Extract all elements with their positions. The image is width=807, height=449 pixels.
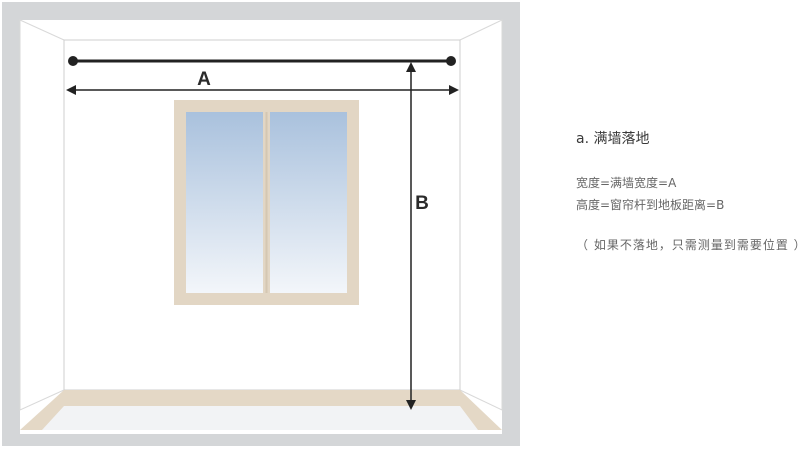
curtain-rod-end-left bbox=[68, 56, 78, 66]
dimension-a-arrow-right bbox=[449, 85, 459, 95]
right-wall bbox=[459, 19, 503, 411]
height-formula: 高度=窗帘杆到地板距离=B bbox=[576, 198, 725, 212]
info-title: a. 满墙落地 bbox=[576, 131, 650, 147]
curtain-rod-end-right bbox=[446, 56, 456, 66]
dimension-a-label: A bbox=[197, 69, 211, 90]
dimension-b-arrow-bottom bbox=[406, 400, 416, 410]
info-note: （ 如果不落地，只需测量到需要位置 ） bbox=[576, 238, 807, 252]
left-wall bbox=[19, 19, 65, 411]
floor-surface bbox=[42, 406, 478, 430]
dimension-b-label: B bbox=[415, 193, 429, 214]
window-pane-left bbox=[186, 112, 263, 293]
measurement-info: a. 满墙落地 宽度=满墙宽度=A 高度=窗帘杆到地板距离=B （ 如果不落地，… bbox=[576, 128, 807, 258]
dimension-a-arrow-left bbox=[66, 85, 76, 95]
room-diagram: A B bbox=[2, 2, 520, 446]
window-pane-right bbox=[270, 112, 347, 293]
dimension-b-arrow-top bbox=[406, 62, 416, 72]
width-formula: 宽度=满墙宽度=A bbox=[576, 176, 677, 190]
